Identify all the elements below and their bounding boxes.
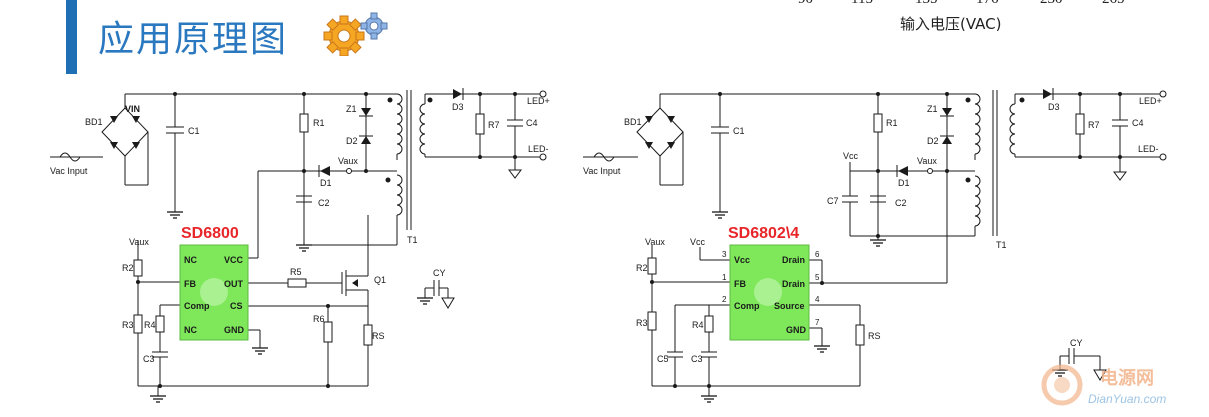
label-cy: CY [1070, 338, 1083, 348]
label-cy: CY [433, 268, 446, 278]
label-r7: R7 [488, 120, 500, 130]
axis-tick-90: 90 [798, 0, 813, 8]
label-vaux2: Vaux [645, 237, 665, 247]
label-c5: C5 [657, 354, 669, 364]
label-c3: C3 [143, 354, 155, 364]
pin-number: 7 [815, 318, 820, 327]
pin-label: Comp [734, 301, 760, 311]
label-r2: R2 [636, 263, 648, 273]
label-vaux: Vaux [917, 156, 937, 166]
label-c1: C1 [733, 126, 745, 136]
label-d1: D1 [320, 178, 332, 188]
label-d3: D3 [1048, 102, 1060, 112]
label-r2: R2 [122, 263, 134, 273]
axis-tick-135: 135 [915, 0, 938, 8]
label-q1: Q1 [374, 275, 386, 285]
pin-number: 4 [815, 295, 820, 304]
pin-number: 2 [722, 295, 727, 304]
label-led-minus: LED- [528, 144, 549, 154]
axis-tick-115: 115 [851, 0, 873, 8]
label-r6: R6 [313, 314, 325, 324]
label-d3: D3 [452, 102, 464, 112]
label-r4: R4 [692, 320, 704, 330]
label-vac: Vac Input [583, 166, 621, 176]
label-d2: D2 [346, 136, 358, 146]
pin-number: 1 [722, 273, 727, 282]
label-vaux2: Vaux [129, 237, 149, 247]
label-c4: C4 [526, 118, 538, 128]
slide-title: 应用原理图 [98, 19, 289, 60]
pin-label: NC [184, 255, 197, 265]
axis-tick-176: 176 [976, 0, 999, 8]
label-vcc2: Vcc [690, 237, 706, 247]
label-d2: D2 [927, 136, 939, 146]
label-bd1: BD1 [624, 117, 642, 127]
label-r1: R1 [313, 118, 325, 128]
label-c2: C2 [895, 198, 907, 208]
pin-label: NC [184, 325, 197, 335]
label-z1: Z1 [927, 104, 938, 114]
pin-label: GND [786, 325, 807, 335]
label-rs: RS [868, 331, 881, 341]
label-r3: R3 [122, 320, 134, 330]
label-r4: R4 [144, 320, 156, 330]
pin-label: GND [224, 325, 245, 335]
watermark-cn: 电源网 [1100, 368, 1154, 389]
watermark-logo [1041, 364, 1083, 406]
label-vac: Vac Input [50, 166, 88, 176]
pin-label: Drain [782, 279, 805, 289]
label-c3: C3 [691, 354, 703, 364]
axis-tick-265: 265 [1102, 0, 1125, 8]
label-led-minus: LED- [1138, 144, 1159, 154]
label-c2: C2 [318, 198, 330, 208]
pin-label: FB [734, 279, 746, 289]
label-led-plus: LED+ [1139, 96, 1162, 106]
label-vaux: Vaux [338, 156, 358, 166]
pin-label: Drain [782, 255, 805, 265]
ic-name-sd6800: SD6800 [181, 225, 239, 242]
pin-label: VCC [224, 255, 244, 265]
pin-label: CS [230, 301, 243, 311]
label-led-plus: LED+ [527, 96, 550, 106]
pin-label: OUT [224, 279, 244, 289]
pin-label: Vcc [734, 255, 750, 265]
label-c1: C1 [188, 126, 200, 136]
axis-label: 输入电压(VAC) [900, 15, 1002, 33]
label-r1: R1 [886, 118, 898, 128]
label-vin: VIN [125, 104, 140, 114]
gears-icon [323, 12, 388, 56]
pin-number: 6 [815, 250, 820, 259]
label-r3: R3 [636, 318, 648, 328]
watermark-en: DianYuan.com [1088, 392, 1167, 406]
ic-name-sd6802: SD6802\4 [728, 225, 799, 242]
label-vcc: Vcc [843, 151, 859, 161]
label-d1: D1 [898, 178, 910, 188]
label-r7: R7 [1088, 120, 1100, 130]
label-c4: C4 [1132, 118, 1144, 128]
pin-number: 3 [722, 250, 727, 259]
label-bd1: BD1 [85, 117, 103, 127]
label-rs: RS [372, 331, 385, 341]
label-t1: T1 [996, 240, 1007, 250]
accent-bar [66, 0, 77, 74]
pin-label: Comp [184, 301, 210, 311]
label-t1: T1 [407, 235, 418, 245]
label-z1: Z1 [346, 104, 357, 114]
label-r5: R5 [290, 267, 302, 277]
pin-label: Source [774, 301, 805, 311]
pin-label: FB [184, 279, 196, 289]
pin-number: 5 [815, 273, 820, 282]
axis-tick-230: 230 [1040, 0, 1063, 8]
label-c7: C7 [827, 196, 839, 206]
